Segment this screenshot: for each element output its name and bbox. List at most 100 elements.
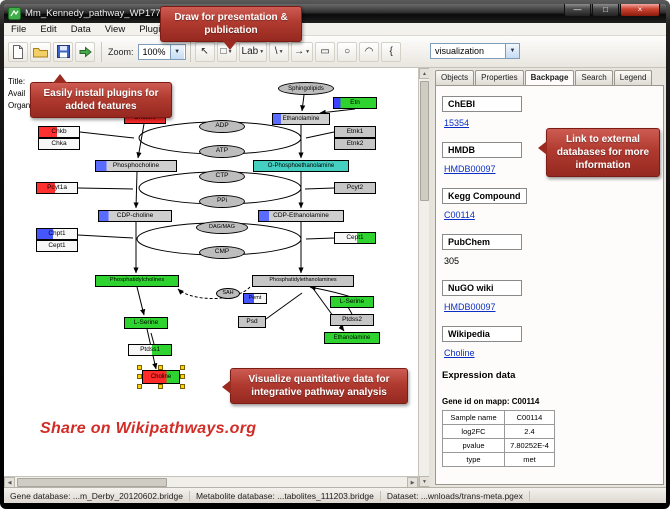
menu-item-plugins[interactable]: Plugins [139,23,171,35]
pathway-node-ppi[interactable]: PPi [199,195,245,208]
node-label: Chpt1 [48,229,66,237]
pathway-node-pcyt1a[interactable]: Pcyt1a [36,182,78,194]
dropdown-caret-icon[interactable]: ▼ [505,44,519,58]
backpage-section-title: ChEBI [442,96,522,112]
pathway-node-sphingolipids[interactable]: Sphingolipids [278,82,334,95]
menu-item-file[interactable]: File [11,23,27,35]
backpage-section-title: HMDB [442,142,522,158]
selection-handle[interactable] [158,384,163,389]
new-file-button[interactable] [8,41,28,62]
pathway-node-adp[interactable]: ADP [199,120,245,133]
tab-objects[interactable]: Objects [435,70,475,85]
rectangle-tool-button[interactable]: ▭ [315,41,336,62]
pathway-node-phosphatidylcholines[interactable]: Phosphatidylcholines [95,275,179,287]
node-label: Pemt [248,294,262,301]
maximize-button[interactable]: □ [592,4,619,17]
pathway-node-cdp-ethanolamine[interactable]: CDP-Ethanolamine [258,210,344,222]
pathway-node-etn[interactable]: Etn [333,97,377,109]
visualization-combobox[interactable]: visualization ▼ [430,43,520,59]
node-label: ATP [215,147,229,155]
node-label: Ptdss2 [342,315,362,323]
pathway-node-chkb[interactable]: Chkb [38,126,80,138]
pathway-node-ctp[interactable]: CTP [199,170,245,183]
tab-search[interactable]: Search [575,70,613,85]
close-button[interactable]: × [620,4,660,17]
horizontal-scrollbar[interactable]: ◀ ▶ [4,476,418,488]
pathway-node-sah[interactable]: SAH [216,288,240,299]
pathway-node-cept1-left[interactable]: Cept1 [36,240,78,252]
menu-item-data[interactable]: Data [70,23,91,35]
node-label: PPi [216,197,228,205]
titlebar[interactable]: Mm_Kennedy_pathway_WP1771_45176.gp... — … [4,4,666,23]
selection-handle[interactable] [180,365,185,370]
pathway-node-ethanolamine-bottom[interactable]: Ethanolamine [324,332,380,344]
expression-cell: 7.80252E-4 [504,438,555,453]
menu-item-edit[interactable]: Edit [40,23,57,35]
pathway-node-ptdss1[interactable]: Ptdss1 [128,344,172,356]
pathway-node-l-serine-left[interactable]: L-Serine [124,317,168,329]
export-button[interactable] [75,41,95,62]
vertical-scrollbar[interactable]: ▲ ▼ [418,68,430,487]
pathway-node-cdp-choline[interactable]: CDP-choline [98,210,172,222]
pathway-node-ethanolamine-top[interactable]: Ethanolamine [272,113,330,125]
save-button[interactable] [53,41,73,62]
pathway-node-cmp[interactable]: CMP [199,246,245,259]
ellipse-tool-icon: ○ [344,46,351,57]
selection-handle[interactable] [180,374,185,379]
selection-handle[interactable] [137,365,142,370]
tab-legend[interactable]: Legend [613,70,653,85]
pathway-node-atp[interactable]: ATP [199,145,245,158]
pathway-node-etnk1[interactable]: Etnk1 [334,126,376,138]
pathway-node-l-serine-right[interactable]: L-Serine [330,296,374,308]
vscroll-thumb[interactable] [420,81,429,201]
backpage-link[interactable]: C00114 [444,210,475,220]
callout-draw: Draw for presentation & publication [160,6,302,50]
selection-handle[interactable] [137,384,142,389]
zoom-combobox[interactable]: 100% ▼ [137,43,186,60]
pathway-node-etnk2[interactable]: Etnk2 [334,138,376,150]
minimize-button[interactable]: — [564,4,591,17]
select-tool-button[interactable]: ↖ [194,41,215,62]
new-file-icon [13,44,23,59]
tab-properties[interactable]: Properties [475,70,524,85]
arrow-tool-button[interactable]: →▼ [291,41,314,62]
pathway-node-psd[interactable]: Psd [238,316,266,328]
node-label: CTP [215,172,229,180]
pathway-node-phosphocholine[interactable]: Phosphocholine [95,160,177,172]
panel-splitter[interactable] [429,68,433,487]
tab-backpage[interactable]: Backpage [524,70,575,85]
dropdown-caret-icon[interactable]: ▼ [169,44,184,59]
pathway-node-dag[interactable]: DAG/MAG [196,221,248,234]
hscroll-thumb[interactable] [17,478,167,487]
pathway-node-phosphatidylethanolamines[interactable]: Phosphatidylethanolamines [252,275,354,287]
label-tool-button[interactable]: Lab▼ [238,41,268,62]
backpage-link[interactable]: HMDB00097 [444,164,496,174]
open-button[interactable] [30,41,51,62]
arc-tool-button[interactable]: ◠ [359,41,380,62]
pathway-node-o-phosphoethanolamine[interactable]: O-Phosphoethanolamine [253,160,349,172]
selection-handle[interactable] [180,384,185,389]
line-tool-button[interactable]: \▼ [269,41,290,62]
pathway-node-pemt[interactable]: Pemt [243,293,267,304]
pathway-node-chka[interactable]: Chka [38,138,80,150]
node-label: CMP [214,248,230,256]
pathway-node-chpt1[interactable]: Chpt1 [36,228,78,240]
backpage-link[interactable]: HMDB00097 [444,302,496,312]
backpage-link[interactable]: 15354 [444,118,470,128]
brace-tool-button[interactable]: { [381,41,402,62]
selection-handle[interactable] [137,374,142,379]
menu-item-view[interactable]: View [104,23,126,35]
pathway-node-pcyt2[interactable]: Pcyt2 [334,182,376,194]
ellipse-tool-button[interactable]: ○ [337,41,358,62]
backpage-link[interactable]: Choline [444,348,475,358]
expression-cell: pvalue [442,438,505,453]
dropdown-caret-icon: ▼ [278,48,284,55]
pathway-node-ptdss2[interactable]: Ptdss2 [330,314,374,326]
pathway-node-choline-selected[interactable]: Choline [142,370,180,384]
pathway-node-cept1-right[interactable]: Cept1 [334,232,376,244]
selection-handle[interactable] [158,365,163,370]
expression-cell: met [504,452,555,467]
